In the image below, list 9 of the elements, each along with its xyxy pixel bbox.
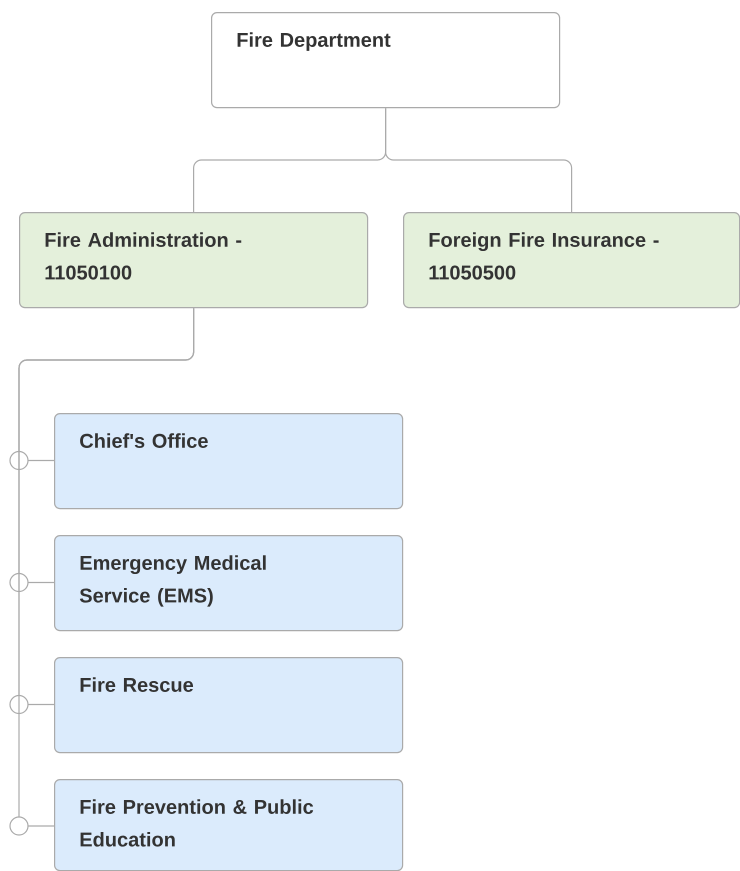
org-box: Fire Prevention & Public Education bbox=[54, 779, 404, 871]
connector-line bbox=[385, 108, 572, 212]
org-box: Fire Rescue bbox=[54, 657, 404, 754]
connector-line bbox=[9, 308, 194, 836]
org-box: Fire Administration - 11050100 bbox=[19, 212, 368, 308]
org-box: Fire Department bbox=[211, 12, 560, 108]
org-box: Chief's Office bbox=[54, 413, 404, 510]
org-box: Emergency Medical Service (EMS) bbox=[54, 535, 404, 632]
org-box: Foreign Fire Insurance - 11050500 bbox=[403, 212, 740, 308]
